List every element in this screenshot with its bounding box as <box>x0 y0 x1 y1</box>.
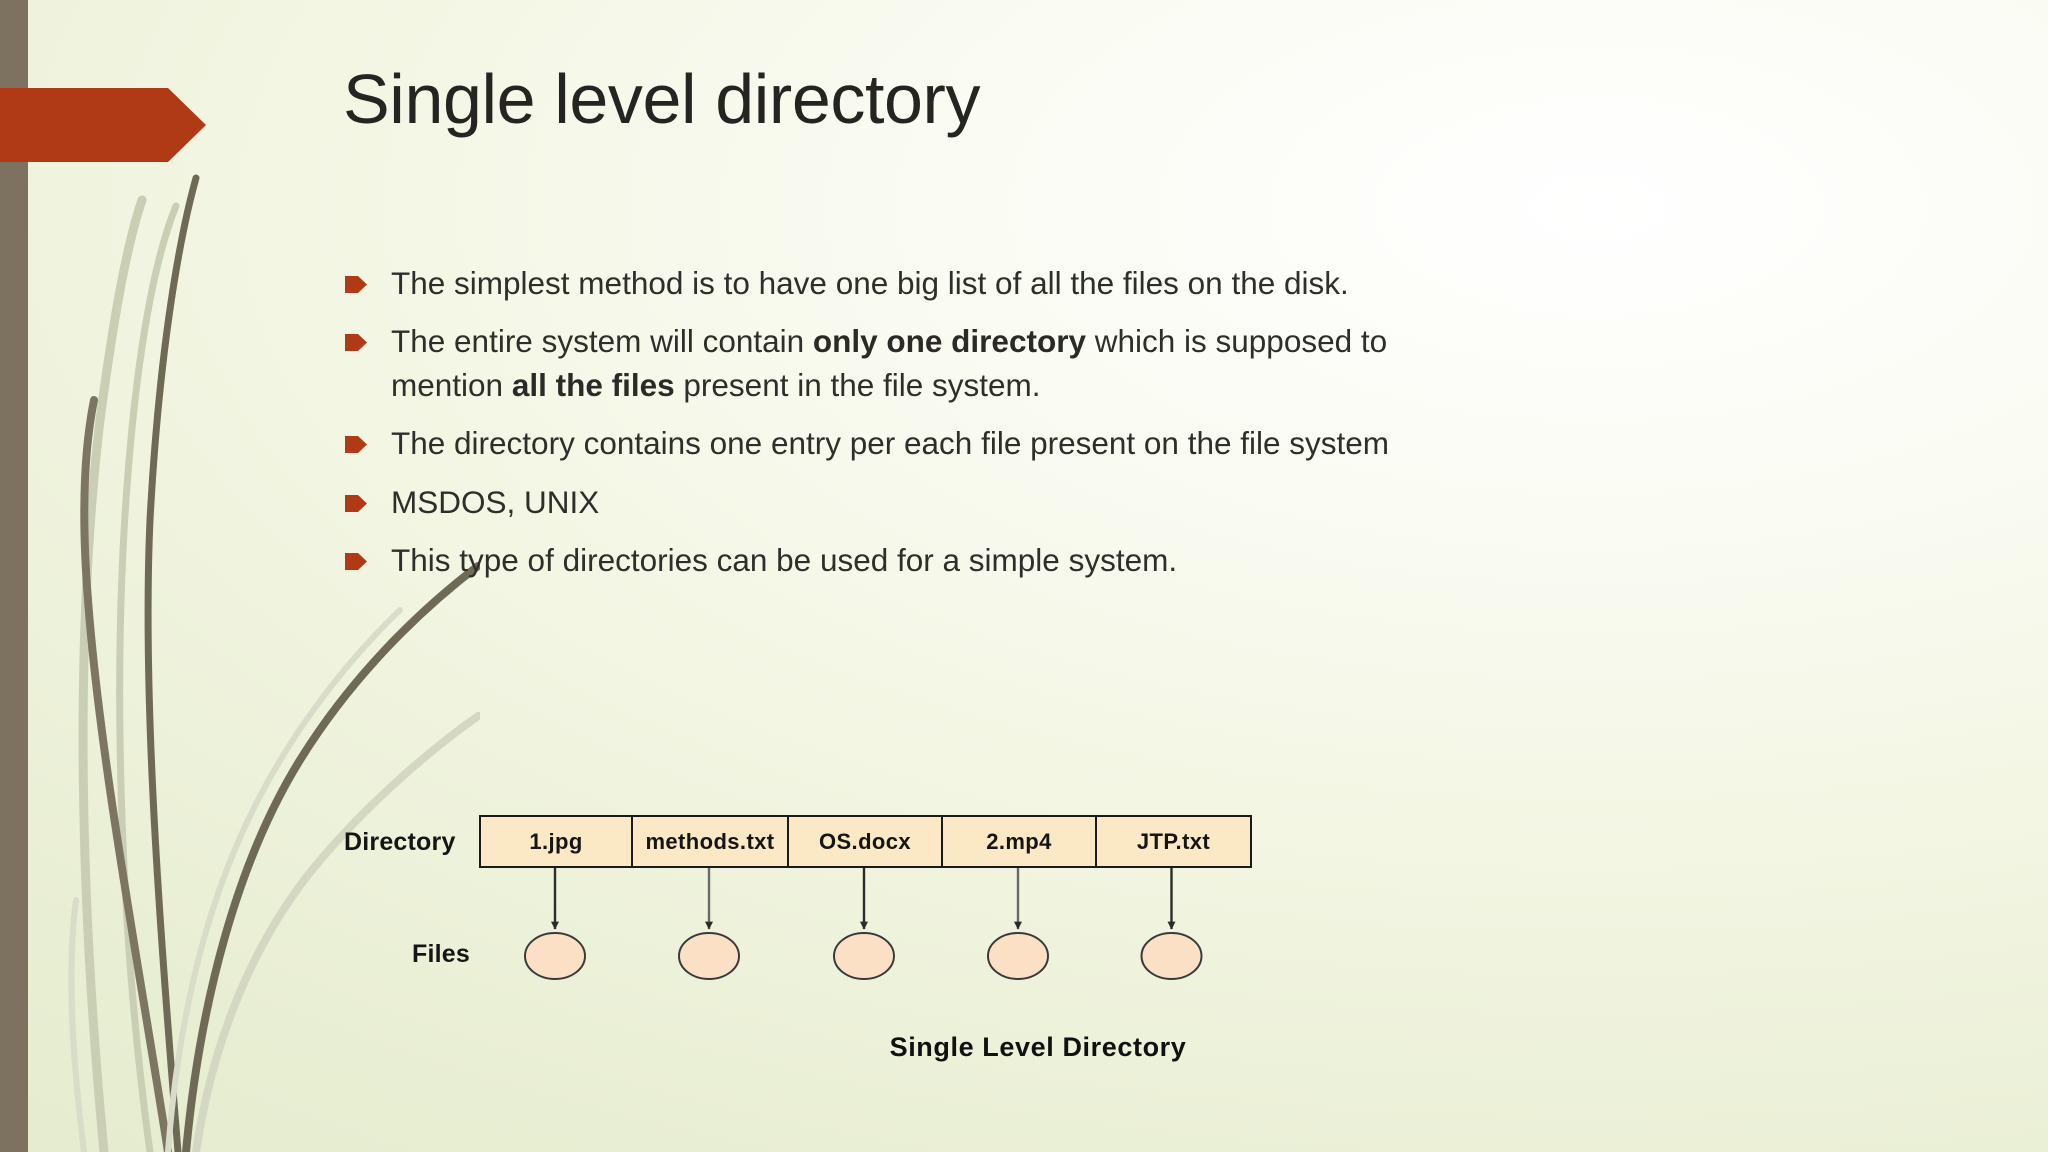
directory-entry-cell: methods.txt <box>633 817 789 866</box>
left-accent-band <box>0 0 28 1152</box>
directory-entry-cell: 1.jpg <box>481 817 633 866</box>
files-row-label: Files <box>412 940 470 968</box>
arrow-bullet-icon <box>345 436 367 454</box>
arrow-bullet-icon <box>345 276 367 293</box>
banner-arrow-shape <box>0 88 206 162</box>
arrow-bullet-icon <box>345 334 367 352</box>
bullet-item: The directory contains one entry per eac… <box>345 422 1505 465</box>
file-node-ellipse <box>524 932 586 980</box>
bullet-list: The simplest method is to have one big l… <box>345 262 1505 598</box>
arrow-bullet-icon <box>345 553 367 571</box>
directory-entry-cell: 2.mp4 <box>943 817 1097 866</box>
bullet-text: MSDOS, UNIX <box>391 483 600 520</box>
bullet-text: The directory contains one entry per eac… <box>391 425 1390 462</box>
file-node-ellipse <box>987 932 1049 980</box>
file-node-ellipse <box>678 932 740 980</box>
arrow-bullet-icon <box>345 494 367 512</box>
diagram-caption: Single Level Directory <box>0 1032 2048 1063</box>
bullet-text: The entire system will contain only one … <box>391 323 1388 403</box>
file-node-ellipse <box>1140 932 1203 980</box>
directory-file-connectors <box>524 868 1203 980</box>
bullet-text: The simplest method is to have one big l… <box>391 265 1349 301</box>
bullet-item: This type of directories can be used for… <box>345 539 1505 582</box>
bullet-item: The simplest method is to have one big l… <box>345 262 1505 305</box>
bullet-text: This type of directories can be used for… <box>391 542 1178 579</box>
file-node-ellipse <box>833 932 895 980</box>
directory-entry-cell: JTP.txt <box>1097 817 1250 866</box>
bullet-item: The entire system will contain only one … <box>345 320 1505 407</box>
page-title: Single level directory <box>343 60 981 138</box>
directory-row-label: Directory <box>344 828 456 856</box>
diagram-caption-text: Single Level Directory <box>889 1032 1187 1062</box>
bullet-item: MSDOS, UNIX <box>345 481 1505 524</box>
directory-entry-cell: OS.docx <box>789 817 943 866</box>
